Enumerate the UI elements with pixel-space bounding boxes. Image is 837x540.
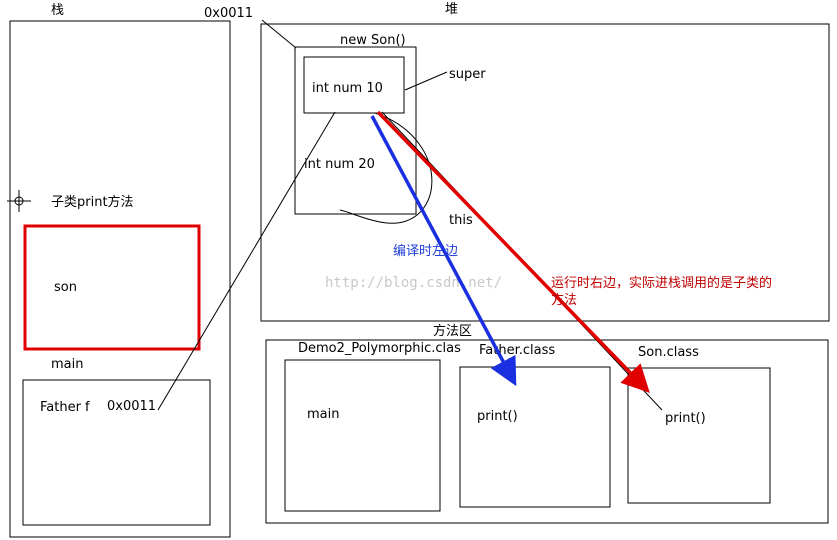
heap-title: 堆 bbox=[445, 2, 458, 17]
runtime-right-label-line2: 方法 bbox=[551, 292, 577, 308]
father-class-box bbox=[459, 366, 611, 508]
super-label: super bbox=[449, 67, 486, 82]
method-area-box bbox=[265, 339, 829, 524]
heap-address-label: 0x0011 bbox=[204, 6, 253, 21]
son-frame-label: son bbox=[54, 280, 77, 295]
stack-region: 栈 子类print方法 son main Father f 0x0011 bbox=[7, 3, 231, 538]
method-area-region: 方法区 Demo2_Polymorphic.clas main Father.c… bbox=[265, 323, 829, 524]
son-print-label: print() bbox=[665, 411, 706, 426]
father-variable-label: Father f bbox=[40, 400, 90, 415]
demo-main-label: main bbox=[307, 407, 339, 422]
father-print-label: print() bbox=[477, 409, 518, 424]
compile-time-arrow bbox=[370, 115, 517, 387]
heap-region: 堆 0x0011 new Son() int num 10 int num 20… bbox=[204, 2, 830, 322]
super-object-box bbox=[303, 56, 405, 114]
heap-box bbox=[260, 23, 830, 322]
new-son-label: new Son() bbox=[340, 33, 406, 48]
this-label: this bbox=[449, 213, 473, 228]
compile-left-label: 编译时左边 bbox=[393, 244, 458, 259]
main-frame-label: main bbox=[51, 357, 83, 372]
super-pointer-line bbox=[404, 71, 448, 91]
address-pointer-line bbox=[261, 19, 297, 49]
son-class-label: Son.class bbox=[638, 345, 699, 360]
method-area-title: 方法区 bbox=[433, 323, 472, 339]
int-num-20-label: int num 20 bbox=[304, 157, 375, 172]
father-class-label: Father.class bbox=[479, 343, 555, 358]
runtime-arrow bbox=[376, 110, 650, 394]
stack-title: 栈 bbox=[51, 3, 64, 18]
int-num-10-label: int num 10 bbox=[312, 81, 383, 96]
stack-box bbox=[9, 20, 231, 538]
son-class-box bbox=[627, 367, 771, 504]
demo-class-label: Demo2_Polymorphic.clas bbox=[298, 341, 461, 356]
subclass-print-method-label: 子类print方法 bbox=[51, 194, 134, 210]
watermark-text: http://blog.csdn.net/ bbox=[325, 275, 502, 291]
son-object-box bbox=[294, 46, 417, 215]
father-variable-address: 0x0011 bbox=[107, 399, 156, 414]
father-reference-line bbox=[157, 111, 336, 411]
son-stack-frame bbox=[23, 224, 201, 351]
runtime-right-label-line1: 运行时右边，实际进栈调用的是子类的 bbox=[551, 275, 772, 291]
demo-class-box bbox=[284, 359, 441, 512]
crosshair-icon bbox=[7, 190, 31, 212]
main-stack-frame bbox=[22, 379, 211, 526]
this-pointer-curve bbox=[339, 112, 433, 224]
